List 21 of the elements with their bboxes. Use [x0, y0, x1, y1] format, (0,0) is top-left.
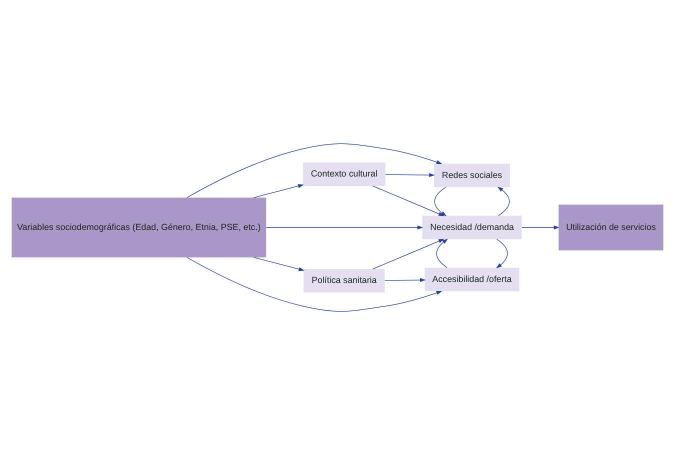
- arrow: [186, 143, 442, 198]
- arrow: [372, 238, 444, 270]
- arrow: [496, 238, 508, 268]
- node-box: Necesidad /demanda: [422, 216, 522, 240]
- arrow: [385, 173, 435, 178]
- arrow: [372, 186, 444, 216]
- arrow: [436, 238, 448, 268]
- node-box: Contexto cultural: [302, 162, 386, 186]
- arrow: [434, 186, 447, 216]
- arrow: [266, 226, 424, 230]
- arrow: [384, 278, 426, 282]
- arrow: [186, 257, 442, 312]
- node-box: Accesibilidad /oferta: [424, 268, 520, 292]
- node-box: Variables sociodemográficas (Edad, Género, Etnia, PSE, etc.): [12, 198, 266, 258]
- node-box: Utilización de servicios: [558, 204, 664, 250]
- node-box: Redes sociales: [434, 164, 510, 188]
- arrow: [522, 226, 560, 230]
- arrow: [497, 186, 510, 216]
- arrow: [253, 257, 304, 272]
- arrow: [253, 184, 304, 198]
- node-box: Política sanitaria: [304, 269, 385, 293]
